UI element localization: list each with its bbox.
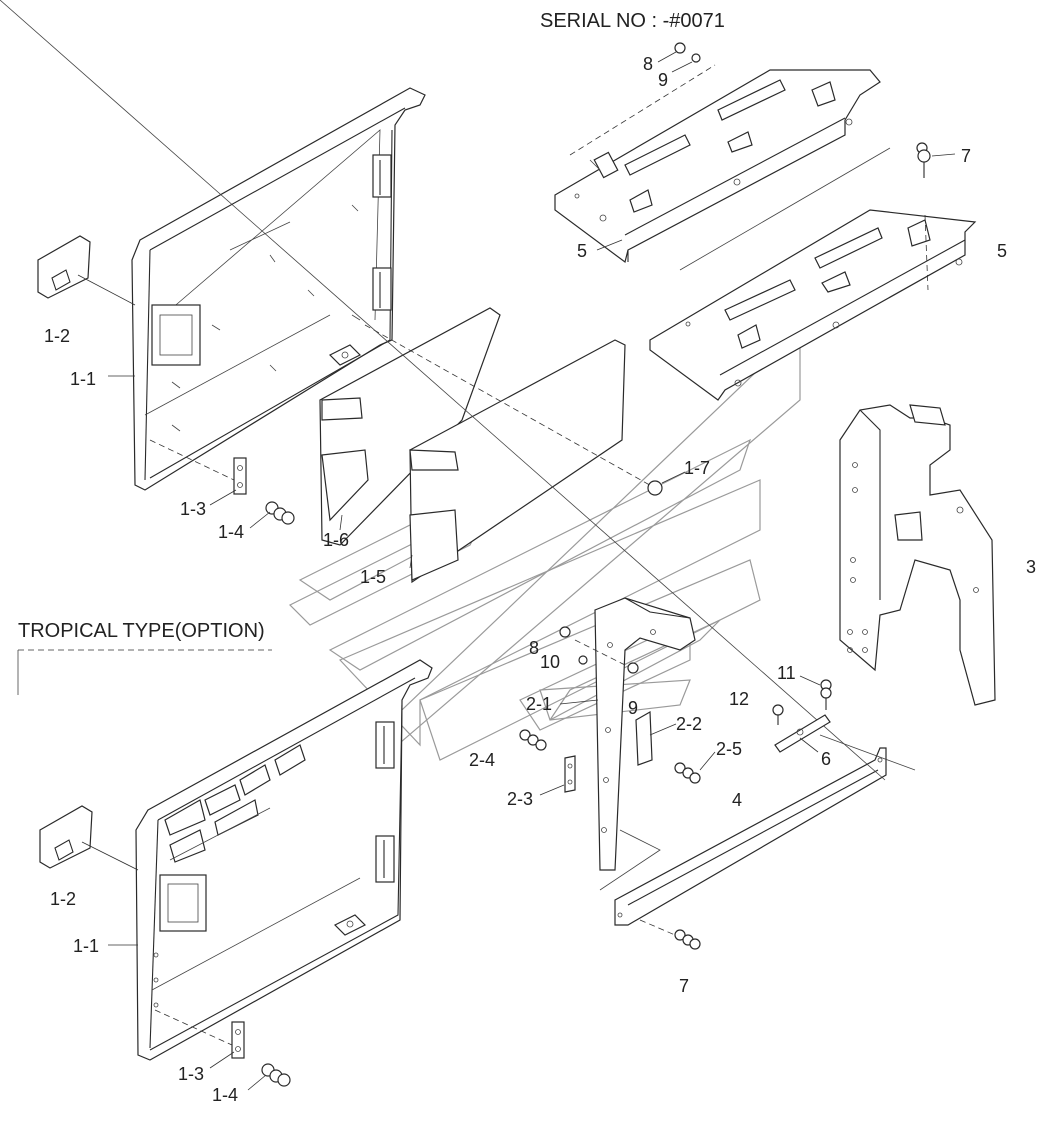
grommet-1-7 [647,471,686,496]
label-11: 11 [777,663,796,683]
clamp-6 [774,714,831,753]
label-1-3-upper: 1-3 [180,499,206,519]
mount-plate-upper [554,69,881,264]
label-1-4-upper: 1-4 [218,522,244,542]
bolt-2-4 [519,729,547,751]
bolt-2-5 [674,751,716,784]
bolt-lower [247,1063,291,1091]
label-5-left: 5 [577,241,587,261]
bolt-8-upper [657,42,686,63]
label-1-4-lower: 1-4 [212,1085,238,1105]
guide-line-1-7 [364,324,656,489]
label-1-7: 1-7 [684,458,710,478]
tropical-type-label: TROPICAL TYPE(OPTION) [18,620,265,642]
side-bracket-3 [839,404,996,706]
label-6: 6 [821,749,831,769]
hinge-bracket-upper [149,439,247,506]
label-7-lower: 7 [679,976,689,996]
label-2-4: 2-4 [469,750,495,770]
panel-1-5 [409,339,626,584]
label-12: 12 [729,689,749,709]
serial-number-label: SERIAL NO : -#0071 [540,10,725,32]
label-1-2-lower: 1-2 [50,889,76,909]
bolt-8-lower [559,626,571,638]
label-9-lower: 9 [628,698,638,718]
bolt-upper [249,501,295,529]
label-10: 10 [540,652,560,672]
washer-9-upper [671,53,701,73]
label-1-1-lower: 1-1 [73,936,99,956]
washer-10 [578,655,588,665]
label-1-6: 1-6 [323,530,349,550]
label-1-2-upper: 1-2 [44,326,70,346]
bolt-12 [772,704,784,725]
label-4: 4 [732,790,742,810]
label-2-3: 2-3 [507,789,533,809]
bolt-11 [799,675,832,710]
bracket-2-2 [635,710,677,766]
label-7-upper: 7 [961,146,971,166]
label-2-5: 2-5 [716,739,742,759]
bolt-7-lower [639,919,701,950]
hinge-bracket-lower [154,1009,245,1069]
latch-lower [39,805,139,871]
plate-split-line [679,147,891,271]
door-frame-upper [131,87,426,491]
label-8-upper: 8 [643,54,653,74]
label-1-5: 1-5 [360,567,386,587]
label-2-1: 2-1 [526,694,552,714]
label-5-right: 5 [997,241,1007,261]
label-2-2: 2-2 [676,714,702,734]
label-8-lower: 8 [529,638,539,658]
label-3: 3 [1026,557,1036,577]
tropical-divider [17,649,272,695]
label-1-3-lower: 1-3 [178,1064,204,1084]
nut-9-lower [627,662,639,674]
mount-plate-lower [649,209,977,401]
panel-1-6 [319,307,501,546]
door-frame-lower [135,659,433,1061]
frame-2-1 [559,597,696,871]
guide-line-upper [569,64,716,156]
latch-upper [37,235,136,306]
rod-4 [0,0,916,926]
bolt-7-upper [916,142,956,178]
label-1-1-upper: 1-1 [70,369,96,389]
bracket-2-3 [539,755,576,796]
label-9-upper: 9 [658,70,668,90]
